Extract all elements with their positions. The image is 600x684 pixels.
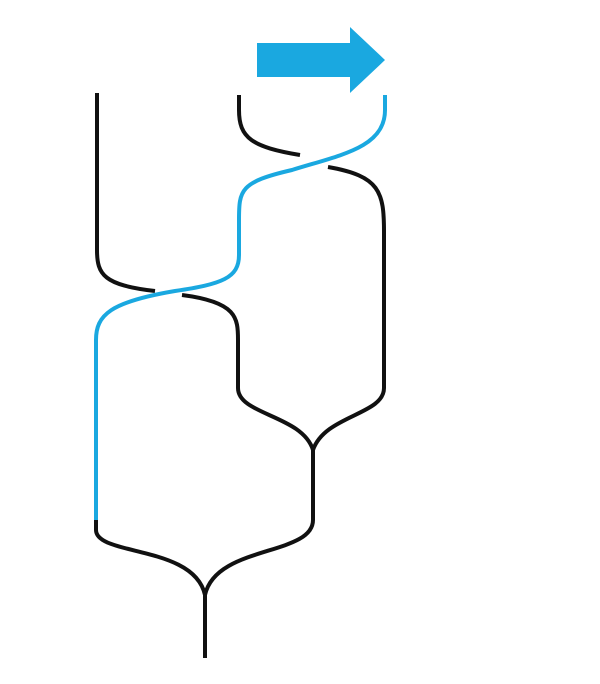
middle-strand-upper xyxy=(237,95,301,157)
right-arrow-icon xyxy=(257,27,385,93)
lower-left-branch xyxy=(94,520,207,596)
highlighted-strand xyxy=(94,95,387,520)
left-strand-upper xyxy=(95,93,156,293)
middle-strand-lower xyxy=(311,165,386,451)
left-strand-lower xyxy=(181,293,315,451)
upper-junction xyxy=(203,450,315,596)
